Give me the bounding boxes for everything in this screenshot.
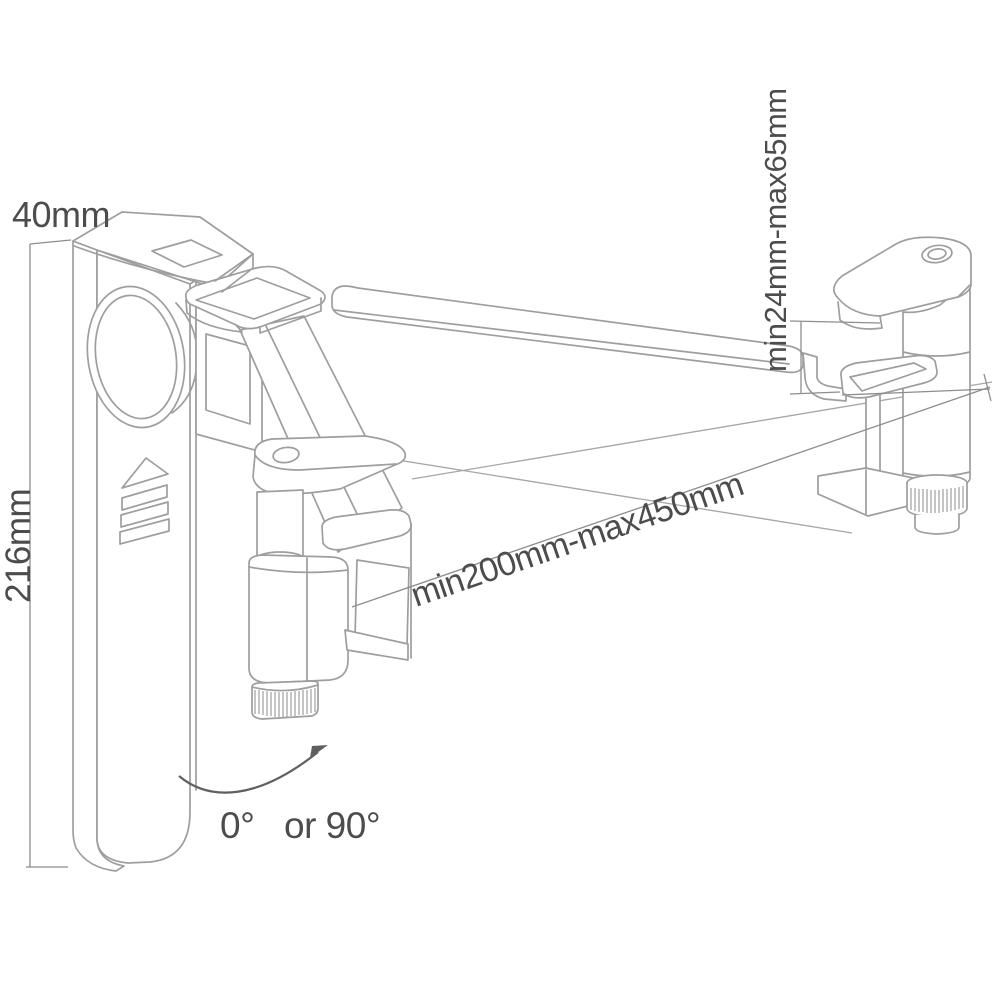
right-jaw-lip (865, 389, 881, 479)
pivot-head-rim (195, 277, 311, 320)
right-post-seam-upper (902, 351, 971, 357)
plate-top-tab (151, 239, 223, 268)
left-knob-top-arc (251, 684, 319, 692)
right-lever-end-edge (957, 283, 972, 298)
pivot-head-side-right (259, 297, 322, 334)
left-clamp-post (256, 489, 304, 561)
right-lever-hole-inner (927, 248, 947, 260)
mounting-hole-boss-inner (94, 294, 178, 420)
right-pad-rim (849, 362, 927, 392)
plane-top-edge (411, 381, 993, 480)
release-arrow-icon (119, 457, 170, 545)
rotation-annotation: 0° or 90° (178, 745, 381, 846)
left-clamp-body (248, 554, 349, 684)
left-clamp-lever-crease (254, 454, 397, 471)
right-knob-base (914, 513, 960, 535)
arrow-stripe (120, 501, 169, 528)
left-knob-body (251, 680, 319, 720)
rotation-label-zero: 0° (220, 805, 254, 846)
slide-bracket-window (205, 333, 251, 425)
rail-bar (331, 285, 804, 374)
right-clamp-pad (840, 354, 938, 399)
left-body-seam (248, 566, 349, 574)
right-knob-knurling (910, 486, 964, 513)
left-clamp (248, 435, 412, 720)
knurled-knob-right (906, 474, 968, 535)
pivot-clip-edges (214, 253, 254, 293)
clamp-opening-bottom-tick (789, 391, 841, 395)
left-knob-knurling (254, 688, 316, 717)
arm-extension-label: min200mm-max450mm (406, 465, 748, 614)
right-lever-side (837, 301, 883, 330)
arrow-stripe (119, 518, 170, 545)
dimension-clamp-opening: min24mm-max65mm (758, 88, 881, 395)
arm-extension-dimension-line (351, 386, 991, 608)
arm-extension-end-tick (983, 373, 992, 402)
plane-front-edge (347, 451, 853, 534)
rotation-label-ninety: or 90° (284, 805, 380, 846)
rotation-arrow-icon (178, 751, 319, 794)
right-knob-body (906, 482, 968, 518)
pivot-head-side (185, 299, 243, 333)
pivot-head-top (184, 265, 326, 330)
clamp-opening-label: min24mm-max65mm (758, 88, 793, 372)
height-dimension-label: 216mm (0, 489, 38, 603)
left-lever-hole (272, 446, 300, 464)
dimension-width-height: 40mm 216mm (0, 194, 111, 868)
knurled-knob-left (251, 680, 319, 720)
plate-top-cap-rim (73, 245, 216, 285)
clamp-opening-top-tick (789, 320, 881, 324)
arrow-head-shape (121, 457, 169, 489)
mounting-hole-boss-outer (86, 285, 186, 429)
plate-side-edge (189, 279, 197, 791)
support-plane-edges (347, 381, 993, 534)
width-dimension-label: 40mm (12, 194, 110, 235)
wall-mount-plate (72, 211, 254, 872)
rail-bottom-rim (333, 309, 790, 365)
rotation-arrow-head (310, 745, 328, 758)
extension-rail (331, 285, 847, 402)
pivot-head (184, 253, 326, 334)
left-jaw-bottom (344, 629, 409, 661)
arm-extension-extension-line (841, 388, 991, 396)
width-dimension-line (29, 239, 72, 245)
arrow-stripe (121, 484, 168, 511)
right-clamp (817, 236, 972, 535)
